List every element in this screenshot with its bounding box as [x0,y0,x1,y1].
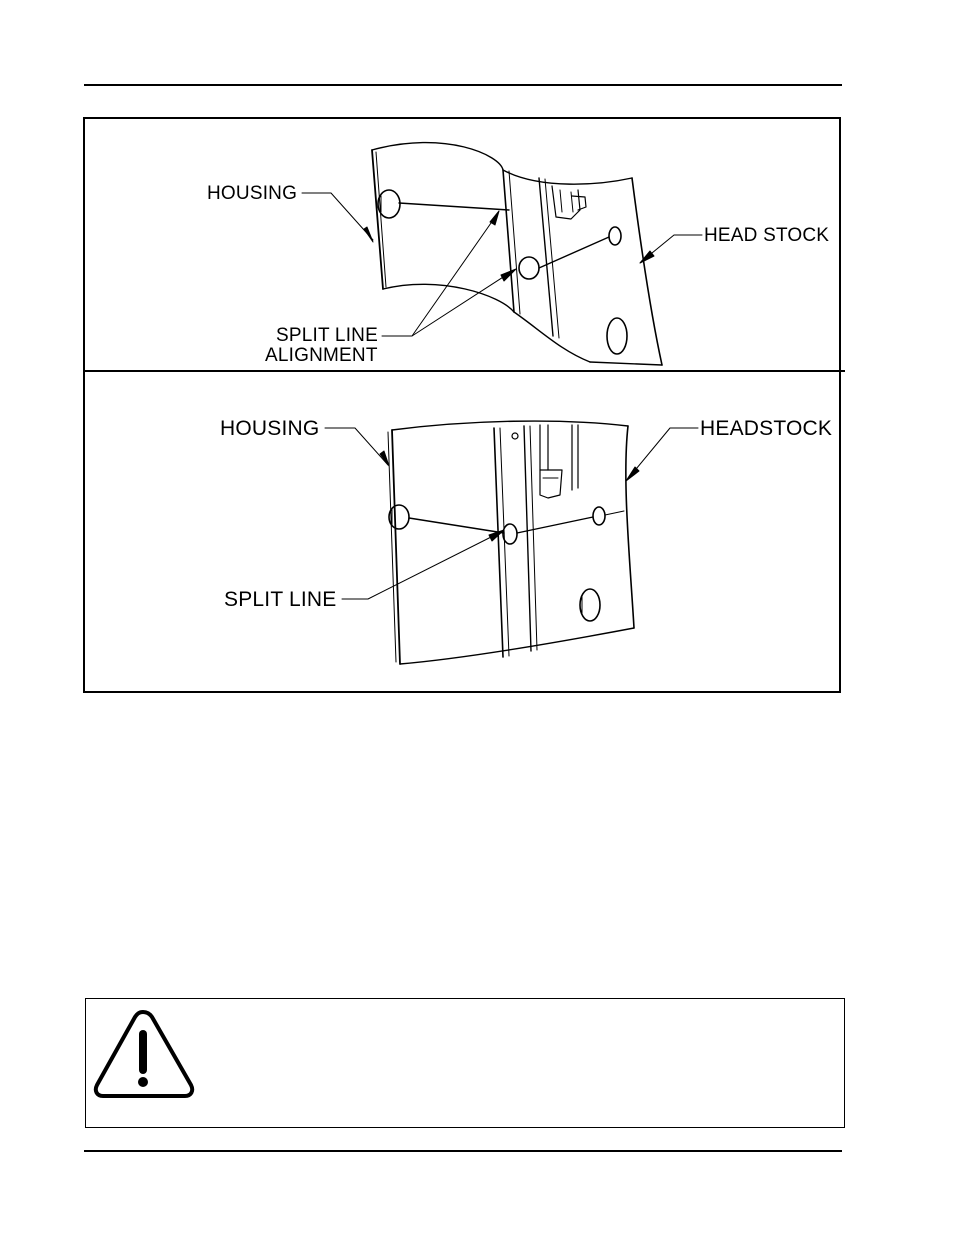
top-panel-drawing [301,141,703,366]
label-housing-bottom: HOUSING [220,417,320,440]
label-split-line: SPLIT LINE [224,588,337,611]
warning-box [85,998,845,1128]
label-head-stock: HEAD STOCK [704,225,830,246]
header-rule [84,84,842,86]
label-housing-top: HOUSING [207,183,298,204]
label-split-line-alignment-line1: SPLIT LINE [276,325,378,346]
label-split-line-alignment-line2: ALIGNMENT [265,345,378,366]
bottom-panel-drawing [324,420,699,665]
label-headstock: HEADSTOCK [700,417,833,440]
warning-triangle-icon [93,1010,195,1098]
figure-panel-divider [83,370,845,372]
footer-rule [84,1150,842,1152]
figure-frame [83,117,841,693]
